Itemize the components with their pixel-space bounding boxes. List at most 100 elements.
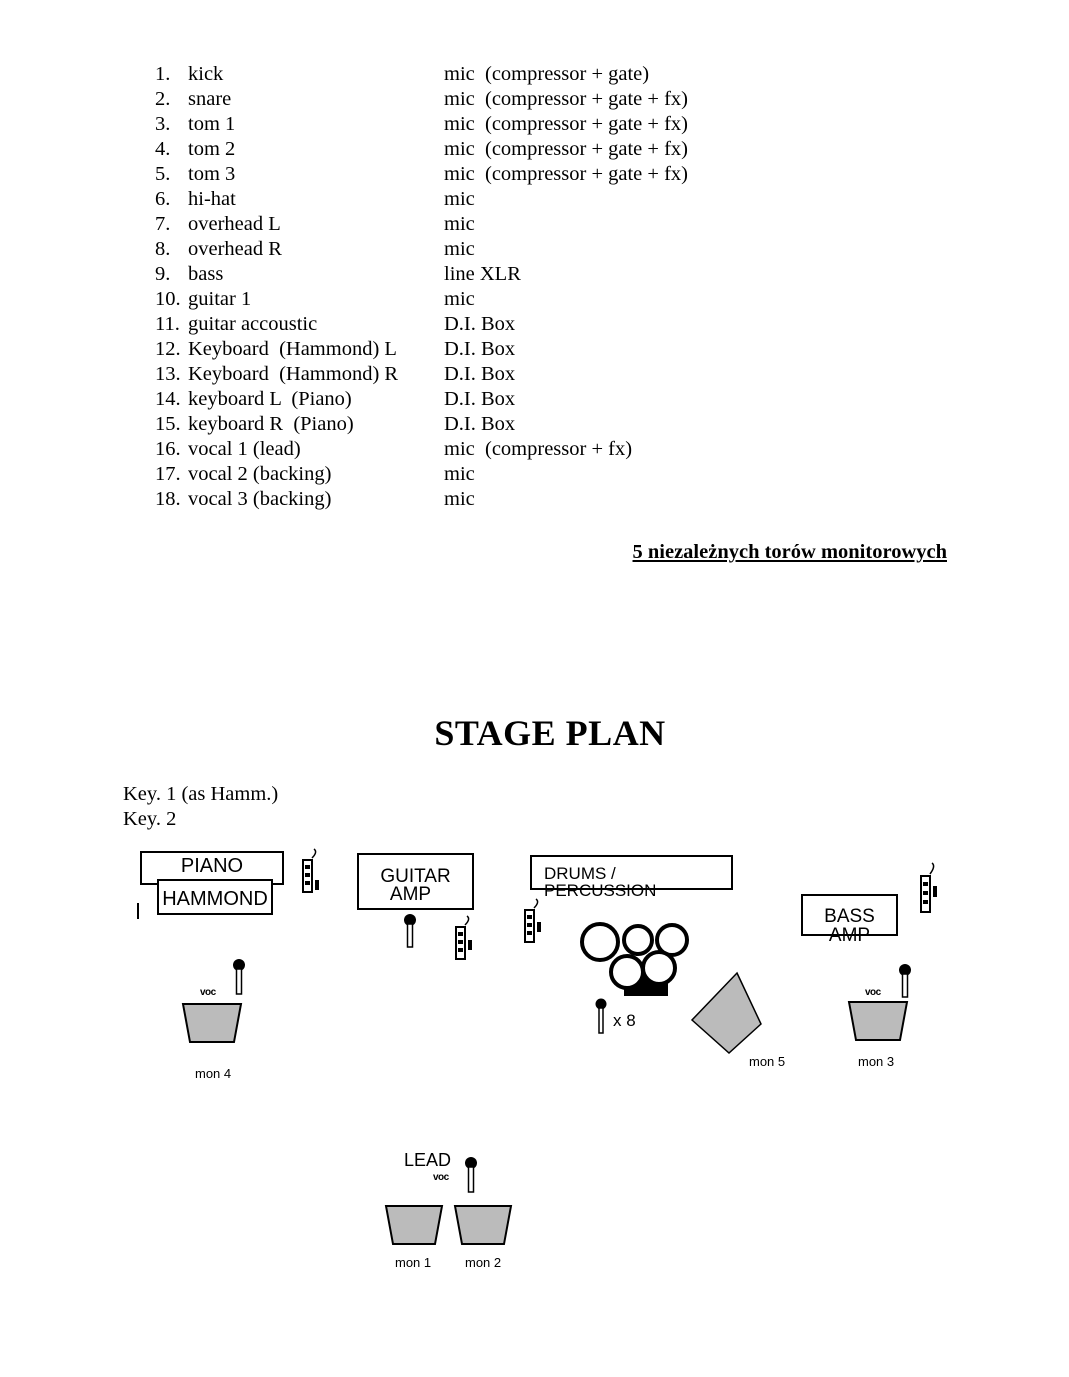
channel-name: overhead L (188, 213, 281, 235)
channel-number: 7. (155, 213, 171, 235)
channel-number: 11. (155, 313, 180, 335)
bass-amp-box: BASS AMP (801, 894, 898, 945)
monitor-wedge-icon (453, 1205, 513, 1245)
drum-kit-icon (580, 922, 689, 996)
channel-name: keyboard R (Piano) (188, 413, 354, 435)
channel-source: mic (compressor + gate + fx) (444, 113, 688, 135)
monitor-note: 5 niezależnych torów monitorowych (632, 541, 947, 563)
hammond-box: HAMMOND (157, 879, 273, 915)
channel-name: vocal 2 (backing) (188, 463, 332, 485)
piano-label: PIANO (180, 855, 244, 877)
channel-row: 4. tom 2 mic (compressor + gate + fx) (0, 137, 1069, 162)
monitor-2-label: mon 2 (465, 1255, 502, 1270)
channel-name: Keyboard (Hammond) L (188, 338, 397, 360)
channel-number: 13. (155, 363, 181, 385)
di-box-icon (920, 862, 937, 913)
channel-source: D.I. Box (444, 313, 516, 335)
voc-label: voc (865, 987, 881, 998)
cable-mark (137, 903, 139, 919)
microphone-icon (465, 1157, 477, 1193)
channel-row: 1. kick mic (compressor + gate) (0, 62, 1069, 87)
monitor-wedge-icon (847, 1001, 909, 1041)
channel-name: snare (188, 88, 232, 110)
channel-name: keyboard L (Piano) (188, 388, 352, 410)
channel-source: mic (444, 463, 475, 485)
monitor-wedge-icon (181, 1003, 243, 1043)
lead-label: LEAD (404, 1150, 452, 1170)
channel-number: 14. (155, 388, 181, 410)
channel-source: mic (compressor + fx) (444, 438, 633, 460)
channel-number: 3. (155, 113, 171, 135)
channel-name: guitar accoustic (188, 313, 318, 335)
channel-source: D.I. Box (444, 338, 516, 360)
channel-row: 15. keyboard R (Piano) D.I. Box (0, 412, 1069, 437)
monitor-5-label: mon 5 (749, 1054, 786, 1069)
monitor-wedge-icon (690, 971, 762, 1055)
microphone-icon (233, 959, 245, 995)
channel-source: mic (compressor + gate + fx) (444, 163, 688, 185)
microphone-icon (595, 998, 607, 1034)
channel-name: guitar 1 (188, 288, 252, 310)
drum-mics-count: x 8 (613, 1011, 636, 1030)
channel-row: 12. Keyboard (Hammond) L D.I. Box (0, 337, 1069, 362)
channel-number: 4. (155, 138, 171, 160)
di-box-icon (524, 898, 541, 943)
channel-row: 5. tom 3 mic (compressor + gate + fx) (0, 162, 1069, 187)
guitar-amp-box: GUITAR AMP (357, 853, 474, 910)
channel-name: vocal 1 (lead) (188, 438, 301, 460)
channel-name: hi-hat (188, 188, 236, 210)
channel-list: 1. kick mic (compressor + gate) 2. snare mic … (0, 62, 1069, 512)
channel-name: tom 1 (188, 113, 236, 135)
channel-row: 14. keyboard L (Piano) D.I. Box (0, 387, 1069, 412)
guitar-amp-label-line1: GUITAR (380, 866, 451, 887)
channel-source: mic (compressor + gate + fx) (444, 88, 688, 110)
channel-source: mic (444, 488, 475, 510)
channel-source: D.I. Box (444, 388, 516, 410)
channel-name: tom 3 (188, 163, 236, 185)
channel-name: overhead R (188, 238, 282, 260)
channel-number: 15. (155, 413, 181, 435)
channel-source: mic (444, 188, 475, 210)
channel-name: tom 2 (188, 138, 236, 160)
channel-source: mic (444, 288, 475, 310)
channel-number: 18. (155, 488, 181, 510)
channel-number: 5. (155, 163, 171, 185)
channel-source: D.I. Box (444, 363, 516, 385)
channel-source: mic (compressor + gate + fx) (444, 138, 688, 160)
channel-name: vocal 3 (backing) (188, 488, 332, 510)
channel-name: bass (188, 263, 224, 285)
monitor-wedge-icon (384, 1205, 444, 1245)
channel-number: 16. (155, 438, 181, 460)
channel-number: 2. (155, 88, 171, 110)
drums-box: DRUMS / PERCUSSION (530, 855, 733, 899)
channel-source: mic (compressor + gate) (444, 63, 650, 85)
channel-row: 11. guitar accoustic D.I. Box (0, 312, 1069, 337)
monitor-3-label: mon 3 (858, 1054, 895, 1069)
voc-label: voc (433, 1172, 449, 1183)
channel-source: D.I. Box (444, 413, 516, 435)
channel-number: 12. (155, 338, 181, 360)
bass-amp-label: BASS AMP (824, 906, 875, 946)
channel-name: kick (188, 63, 224, 85)
channel-number: 8. (155, 238, 171, 260)
di-box-icon (455, 915, 472, 960)
guitar-amp-label-line2: AMP (389, 884, 432, 905)
channel-number: 1. (155, 63, 171, 85)
channel-row: 13. Keyboard (Hammond) R D.I. Box (0, 362, 1069, 387)
key-2-label: Key. 2 (123, 808, 177, 830)
channel-row: 2. snare mic (compressor + gate + fx) (0, 87, 1069, 112)
channel-number: 10. (155, 288, 181, 310)
microphone-icon (899, 964, 911, 998)
channel-name: Keyboard (Hammond) R (188, 363, 399, 385)
monitor-4-label: mon 4 (195, 1066, 232, 1081)
channel-number: 17. (155, 463, 181, 485)
channel-row: 16. vocal 1 (lead) mic (compressor + fx) (0, 437, 1069, 462)
drums-label: DRUMS / PERCUSSION (544, 864, 657, 900)
stage-plan-title: STAGE PLAN (434, 713, 666, 753)
channel-row: 17. vocal 2 (backing) mic (0, 462, 1069, 487)
channel-row: 3. tom 1 mic (compressor + gate + fx) (0, 112, 1069, 137)
